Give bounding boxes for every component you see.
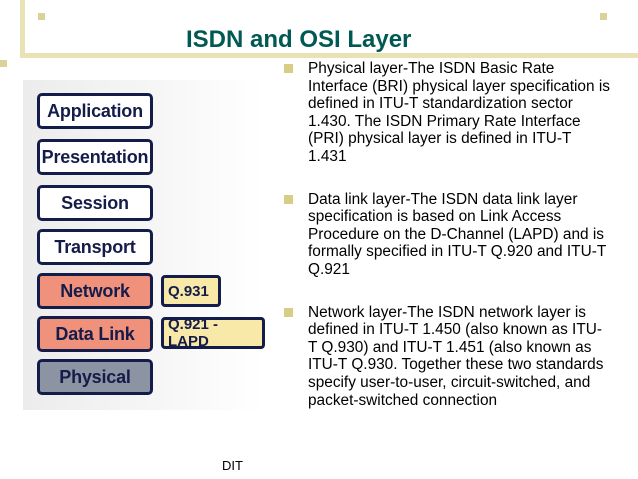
slide-title: ISDN and OSI Layer — [186, 26, 412, 53]
osi-layer-network: Network — [37, 273, 153, 309]
osi-layer-transport: Transport — [37, 229, 153, 265]
bullet-item-physical: Physical layer-The ISDN Basic Rate Inter… — [280, 60, 610, 166]
bullet-list: Physical layer-The ISDN Basic Rate Inter… — [280, 60, 610, 409]
bullet-square-icon — [284, 64, 293, 73]
footer-text: DIT — [222, 458, 243, 473]
network-protocol-label: Q.931 — [161, 275, 221, 307]
bullet-text: Network layer-The ISDN network layer is … — [308, 303, 604, 409]
bullet-text: Data link layer-The ISDN data link layer… — [308, 190, 606, 278]
osi-layer-presentation: Presentation — [37, 139, 153, 175]
bullet-item-data-link: Data link layer-The ISDN data link layer… — [280, 191, 610, 279]
osi-layer-data-link: Data Link — [37, 316, 153, 352]
bullet-item-network: Network layer-The ISDN network layer is … — [280, 304, 610, 410]
osi-layer-physical: Physical — [37, 359, 153, 395]
decorative-square — [38, 13, 45, 20]
osi-layer-session: Session — [37, 185, 153, 221]
decorative-vertical-bar — [20, 0, 25, 58]
osi-layer-application: Application — [37, 93, 153, 129]
bullet-text: Physical layer-The ISDN Basic Rate Inter… — [308, 60, 610, 165]
bullet-square-icon — [284, 194, 293, 204]
data-link-protocol-label: Q.921 - LAPD — [161, 316, 265, 350]
decorative-square — [0, 60, 7, 67]
decorative-square — [600, 13, 607, 20]
decorative-horizontal-bar — [20, 53, 638, 58]
bullet-square-icon — [284, 307, 293, 317]
